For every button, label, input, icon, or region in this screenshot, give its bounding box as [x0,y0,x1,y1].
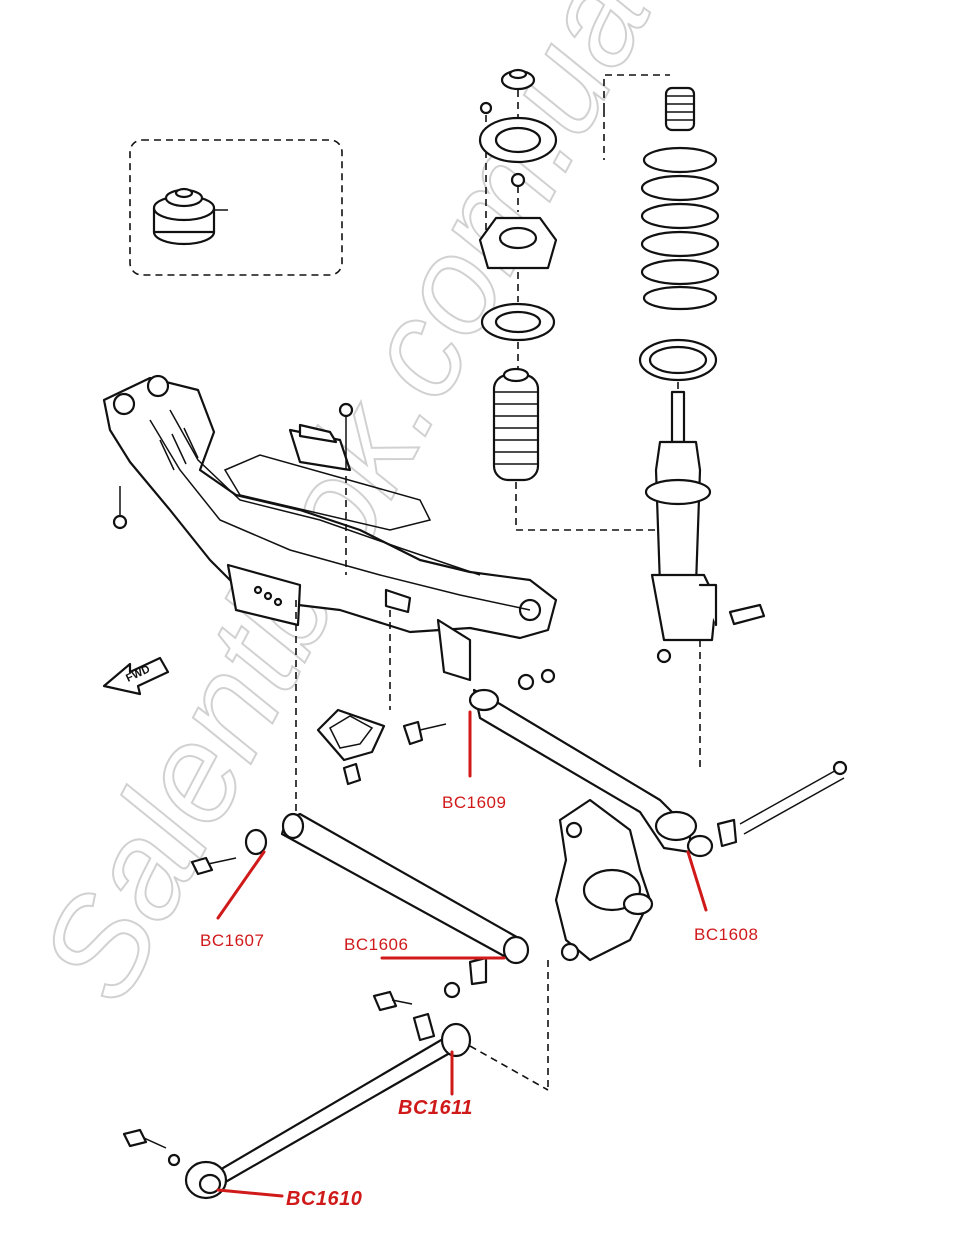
callout-bc1608: BC1608 [694,925,758,944]
lower-mount-bracket [316,708,447,786]
callout-bc1611: BC1611 [398,1097,473,1119]
strut-component-stack [478,68,665,531]
callout-bc1609: BC1609 [442,793,506,812]
callout-bc1610: BC1610 [286,1188,362,1210]
wheel-knuckle [547,798,654,1090]
lower-lateral-link [122,990,549,1200]
rear-subframe [102,374,558,830]
callout-bc1606: BC1606 [344,935,408,954]
inset-strut-mount [129,139,343,276]
leader-bc1608 [686,850,708,912]
leader-bc1607 [216,850,266,920]
upper-lateral-link [190,812,530,999]
callout-leaders [216,710,708,1198]
callout-labels: BC1609 BC1607 BC1606 BC1608 BC1611 BC161… [200,793,758,1210]
leader-bc1610 [216,1188,284,1198]
callout-bc1607: BC1607 [200,931,264,950]
trailing-arm [468,668,848,858]
spring-and-shock-absorber [603,74,766,770]
